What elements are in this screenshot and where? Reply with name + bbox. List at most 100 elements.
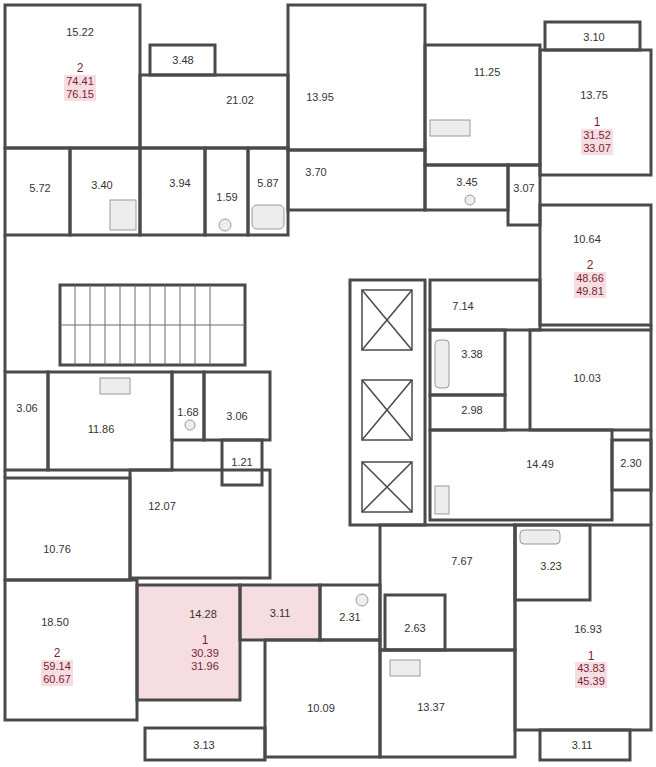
- room-area: 1.68: [177, 406, 198, 419]
- room-area-label: 13.95: [306, 91, 334, 104]
- room-area-label: 7.14: [452, 300, 473, 313]
- room-area: 5.72: [29, 182, 50, 195]
- room-area-label: 3.48: [172, 54, 193, 67]
- room-area: 3.10: [583, 31, 604, 44]
- room-area-label: 5.87: [257, 177, 278, 190]
- room-area: 3.45: [456, 176, 477, 189]
- room-area: 3.11: [270, 607, 291, 620]
- room-area-label: 10.03: [573, 372, 601, 385]
- room-count: 2: [54, 647, 61, 660]
- room-count: 1: [202, 634, 209, 647]
- apartment-area: 31.96: [189, 660, 221, 673]
- room-area: 2.31: [339, 611, 360, 624]
- room-area-label: 3.94: [169, 177, 190, 190]
- room-area-label: 3.45: [456, 176, 477, 189]
- room-area: 14.49: [526, 458, 554, 471]
- room-area: 2.30: [620, 457, 641, 470]
- room-area-label: 10.09: [307, 702, 335, 715]
- room-area: 14.28 130.3931.96: [189, 608, 221, 673]
- apartment-area: 48.66: [574, 272, 606, 285]
- room-area-label: 7.67: [451, 555, 472, 568]
- room-area: 16.93143.8345.39: [574, 623, 607, 688]
- room-area-label: 1.68: [177, 406, 198, 419]
- room-area: 1.21: [231, 456, 252, 469]
- room-area-label: 10.64: [573, 233, 601, 246]
- room-area: 10.03: [573, 372, 601, 385]
- room-area-label: 13.75: [580, 89, 608, 102]
- room-area: 3.48: [172, 54, 193, 67]
- apartment-area: 74.41: [64, 75, 96, 88]
- room-area-label: 2.98: [461, 404, 482, 417]
- room-area: 3.13: [193, 739, 214, 752]
- room-area-label: 16.93: [574, 623, 602, 636]
- room-area: 18.50 259.1460.67: [41, 616, 73, 686]
- apartment-area: 60.67: [41, 673, 73, 686]
- room-area-label: 3.10: [583, 31, 604, 44]
- room-area-label: 12.07: [148, 500, 176, 513]
- room-area: 3.38: [461, 348, 482, 361]
- room-area: 13.95: [306, 91, 334, 104]
- room-area-label: 13.37: [417, 701, 445, 714]
- room-area-label: 5.72: [29, 182, 50, 195]
- room-area-label: 10.76: [43, 543, 71, 556]
- room-area: 13.75 131.5233.07: [580, 89, 613, 155]
- apartment-area: 59.14: [41, 660, 73, 673]
- room-area-label: 14.49: [526, 458, 554, 471]
- room-area: 11.86: [88, 423, 115, 436]
- apartment-area: 45.39: [575, 675, 607, 688]
- room-area-label: 3.40: [91, 179, 112, 192]
- room-area-label: 3.06: [16, 402, 37, 415]
- apartment-area: 30.39: [189, 647, 221, 660]
- room-area: 2.63: [404, 622, 425, 635]
- room-area: 3.40: [91, 179, 112, 192]
- room-area: 7.14: [452, 300, 473, 313]
- room-area: 21.02: [226, 94, 254, 107]
- room-area: 13.37: [417, 701, 445, 714]
- room-area-label: 2.63: [404, 622, 425, 635]
- room-area-label: 3.13: [193, 739, 214, 752]
- room-area-label: 2.31: [339, 611, 360, 624]
- room-area: 3.23: [540, 560, 561, 573]
- apartment-area: 76.15: [64, 88, 96, 101]
- apartment-area: 31.52: [581, 129, 613, 142]
- room-area-label: 3.70: [305, 166, 326, 179]
- room-area: 7.67: [451, 555, 472, 568]
- room-count: 2: [77, 62, 84, 75]
- room-area: 3.11: [572, 739, 593, 752]
- room-area: 15.22 274.4176.15: [64, 26, 96, 101]
- room-area: 3.70: [305, 166, 326, 179]
- room-area-label: 14.28: [189, 608, 217, 621]
- apartment-area: 43.83: [575, 662, 607, 675]
- room-area-label: 1.59: [216, 191, 237, 204]
- room-area-label: 1.21: [231, 456, 252, 469]
- room-area-label: 15.22: [66, 26, 94, 39]
- apartment-area: 33.07: [581, 142, 613, 155]
- room-area: 10.09: [307, 702, 335, 715]
- room-count: 2: [587, 259, 594, 272]
- room-area: 2.98: [461, 404, 482, 417]
- room-area: 10.76: [43, 543, 71, 556]
- room-area-label: 18.50: [41, 616, 69, 629]
- apartment-area: 49.81: [574, 285, 606, 298]
- room-area-label: 3.11: [572, 739, 593, 752]
- room-area-label: 11.86: [88, 423, 115, 436]
- room-area-label: 3.06: [226, 410, 247, 423]
- room-area-label: 3.11: [270, 607, 291, 620]
- room-area: 12.07: [148, 500, 176, 513]
- room-area: 11.25: [474, 66, 501, 79]
- room-area-label: 3.38: [461, 348, 482, 361]
- room-area: 3.06: [226, 410, 247, 423]
- room-area: 3.07: [513, 182, 534, 195]
- room-area-label: 11.25: [474, 66, 501, 79]
- room-area: 10.64 248.6649.81: [573, 233, 606, 298]
- room-area: 1.59: [216, 191, 237, 204]
- room-area-label: 3.07: [513, 182, 534, 195]
- room-area-label: 2.30: [620, 457, 641, 470]
- room-area: 3.06: [16, 402, 37, 415]
- room-area: 5.87: [257, 177, 278, 190]
- room-area-label: 3.23: [540, 560, 561, 573]
- room-count: 1: [594, 116, 601, 129]
- room-area-label: 21.02: [226, 94, 254, 107]
